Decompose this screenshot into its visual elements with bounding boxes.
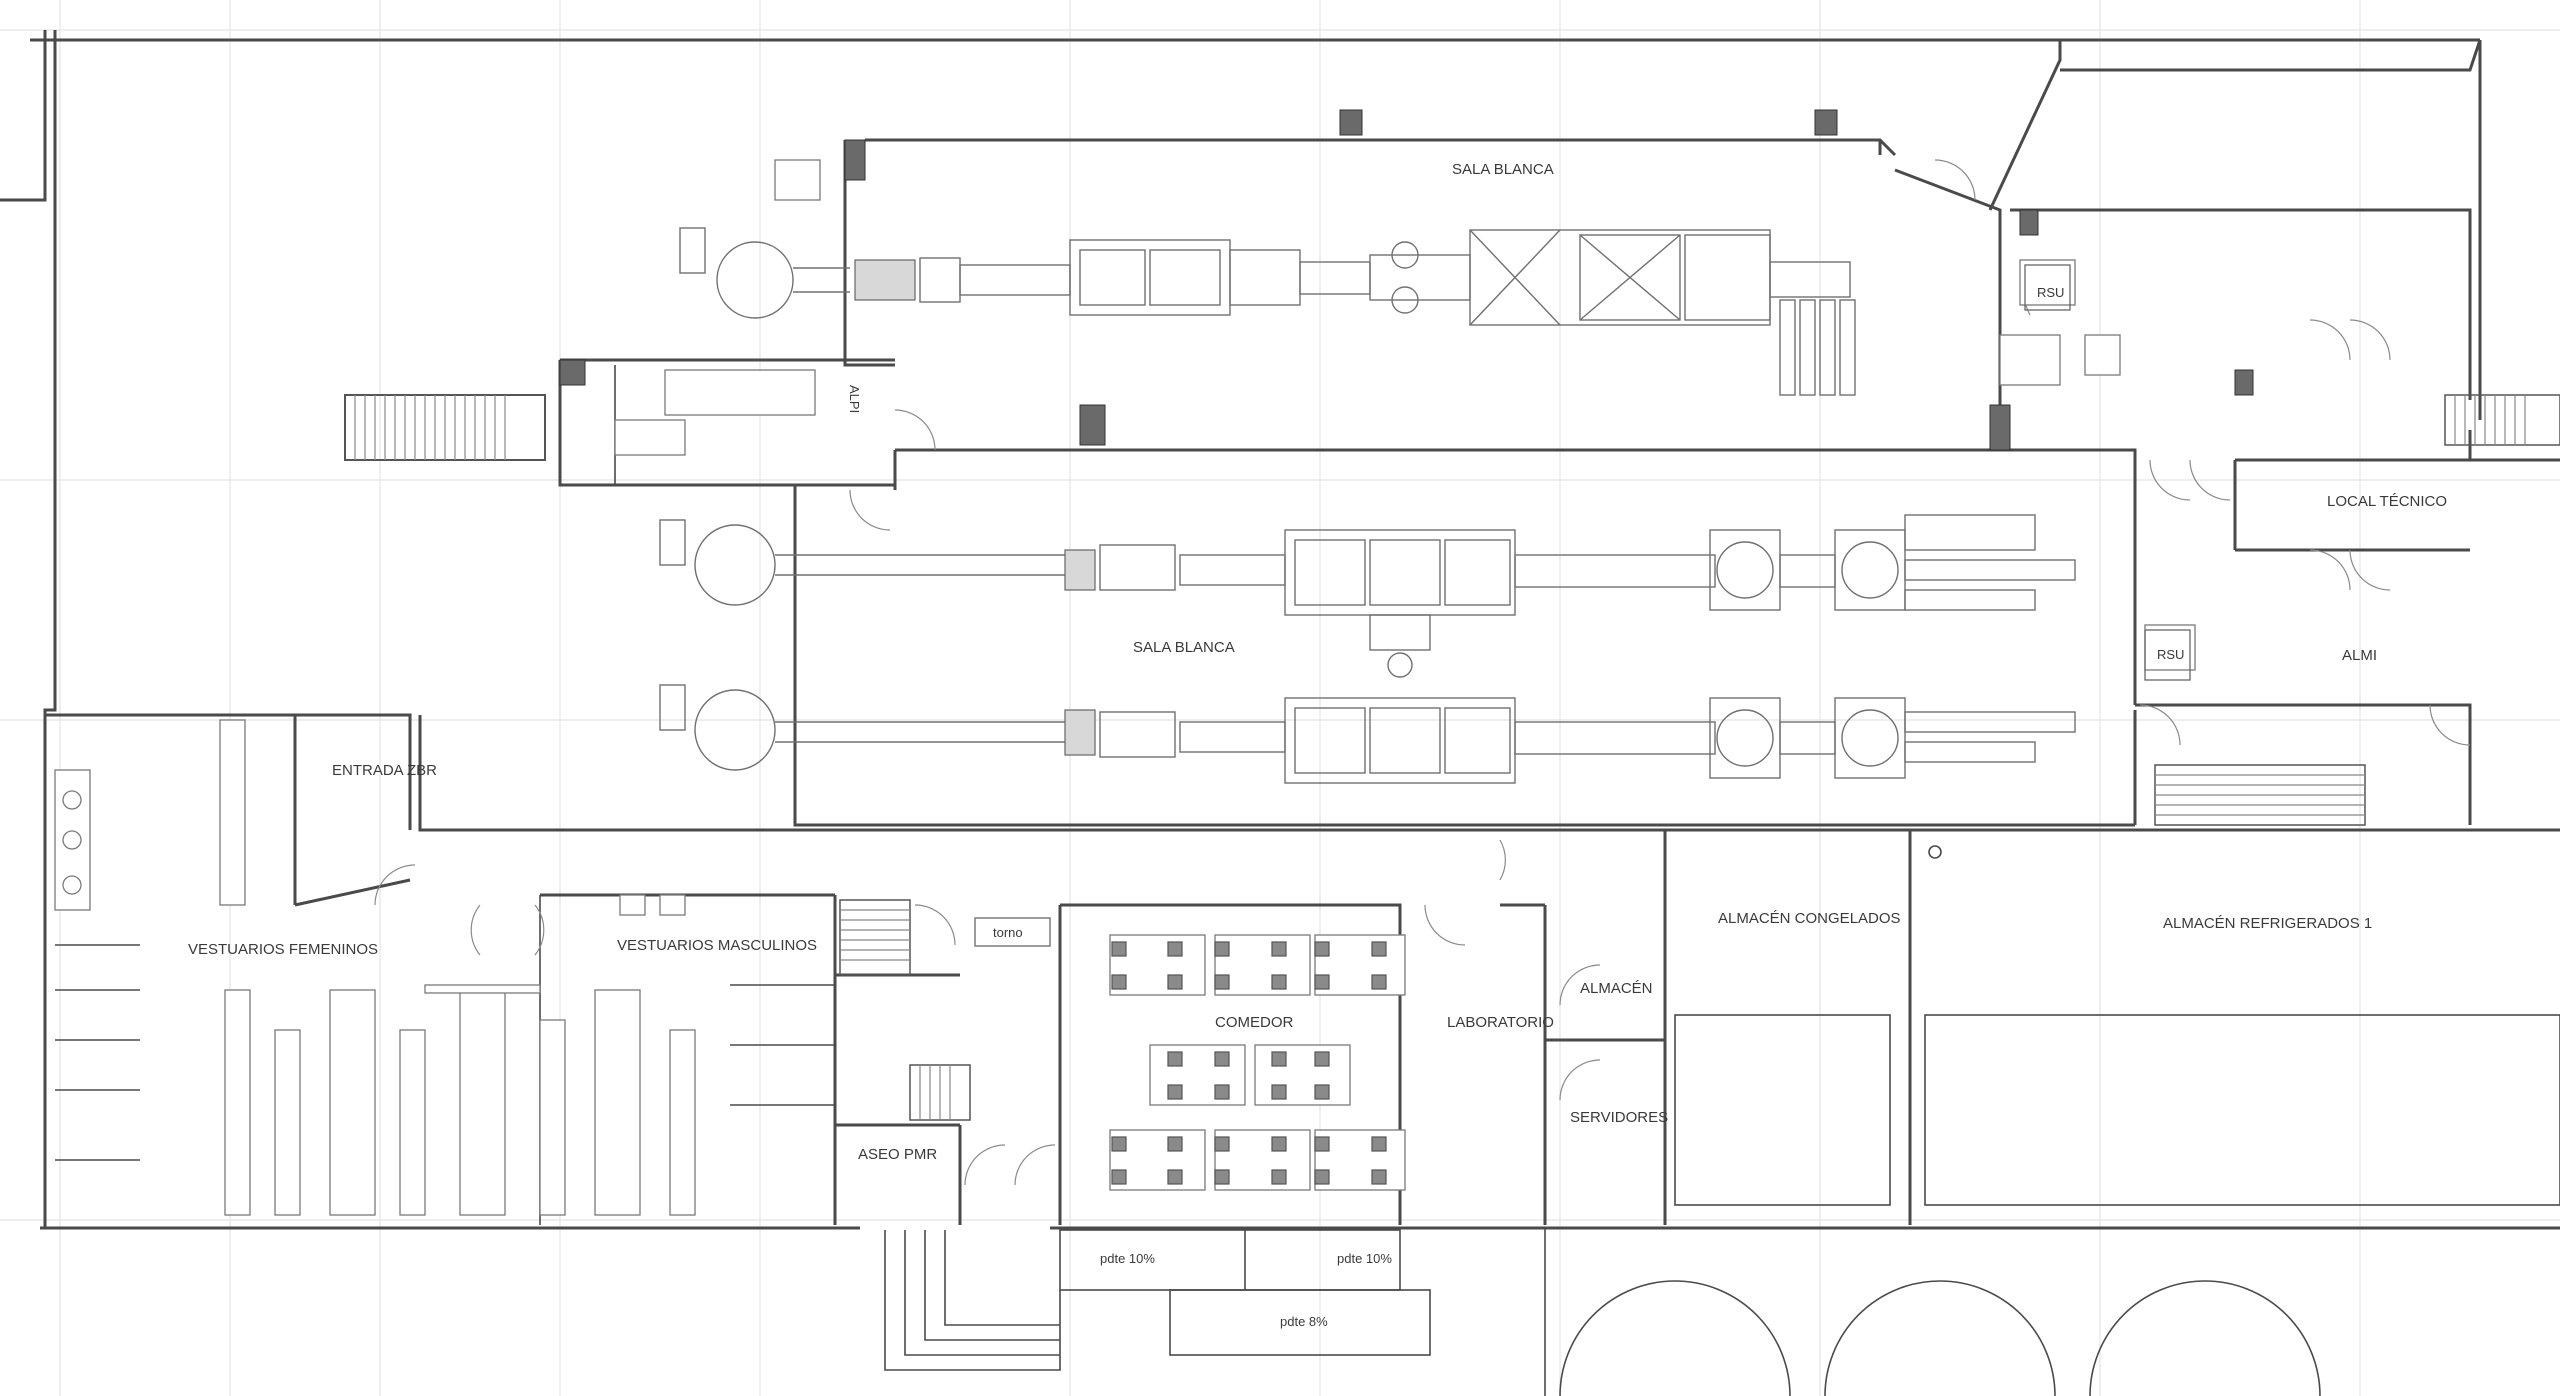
comedor-tables (1109, 934, 1406, 1191)
label-rsu-bottom: RSU (2157, 647, 2184, 662)
storage-tanks (1559, 845, 2560, 1396)
label-sala-blanca-main: SALA BLANCA (1133, 639, 1235, 656)
stairs-right (2154, 764, 2366, 826)
label-laboratorio: LABORATORIO (1447, 1014, 1554, 1031)
label-torno: torno (993, 925, 1023, 940)
stairs-top-left (344, 394, 546, 461)
alpi-equipment (614, 159, 2196, 671)
label-aseo-pmr: ASEO PMR (858, 1146, 937, 1163)
label-rsu-top: RSU (2037, 285, 2064, 300)
rsu-bottom-box (2144, 629, 2191, 681)
label-almacen-congelados: ALMACÉN CONGELADOS (1718, 910, 1901, 927)
vestuarios-lockers (54, 719, 696, 1216)
label-entrada-zbr: ENTRADA ZBR (332, 762, 437, 779)
label-sala-blanca-top: SALA BLANCA (1452, 161, 1554, 178)
building-walls (0, 30, 2560, 1230)
label-ramp-c: pdte 8% (1280, 1314, 1328, 1329)
ramps (884, 1228, 1546, 1396)
label-almacen: ALMACÉN (1580, 980, 1653, 997)
production-line-2 (659, 514, 2076, 616)
label-comedor: COMEDOR (1215, 1014, 1294, 1031)
stairs-center (839, 899, 971, 1121)
production-line-3 (659, 614, 2076, 784)
label-ramp-b: pdte 10% (1337, 1251, 1392, 1266)
label-vestuarios-femeninos: VESTUARIOS FEMENINOS (188, 941, 378, 958)
torno-box (974, 917, 1051, 947)
label-ramp-a: pdte 10% (1100, 1251, 1155, 1266)
label-vestuarios-masculinos: VESTUARIOS MASCULINOS (617, 937, 817, 954)
doors (374, 159, 2471, 1186)
label-almi: ALMI (2342, 647, 2377, 664)
production-line-1 (679, 227, 1856, 396)
label-almacen-refrigerados: ALMACÉN REFRIGERADOS 1 (2163, 915, 2372, 932)
structural-columns (559, 109, 2254, 451)
label-servidores: SERVIDORES (1570, 1109, 1668, 1126)
rsu-top-box (2024, 264, 2071, 311)
label-local-tecnico: LOCAL TÉCNICO (2327, 493, 2447, 510)
stairs-far-right (2444, 394, 2560, 446)
label-alpi: ALPI (847, 385, 862, 413)
